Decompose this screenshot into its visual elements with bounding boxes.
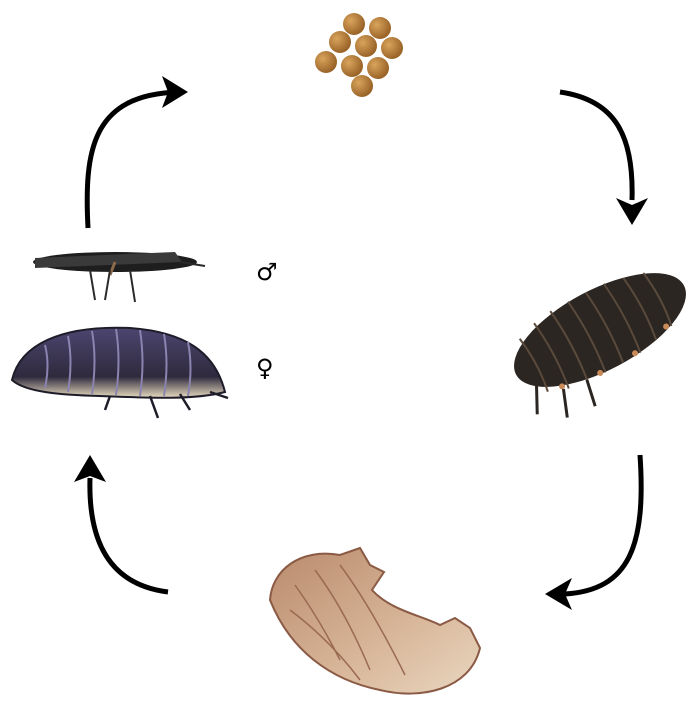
larva-icon: [497, 250, 690, 432]
adult-female-icon: [12, 328, 228, 418]
female-symbol: ♀: [256, 354, 274, 382]
arrow-larva-to-pupa: [545, 455, 641, 610]
pupa-icon: [270, 548, 480, 694]
arrow-adult-to-eggs: [87, 76, 188, 228]
adult-male-icon: [33, 252, 205, 302]
male-symbol: ♂: [256, 258, 278, 286]
arrow-eggs-to-larva: [560, 92, 648, 225]
egg-cluster-icon: [315, 13, 403, 97]
arrow-pupa-to-adult: [74, 455, 168, 592]
